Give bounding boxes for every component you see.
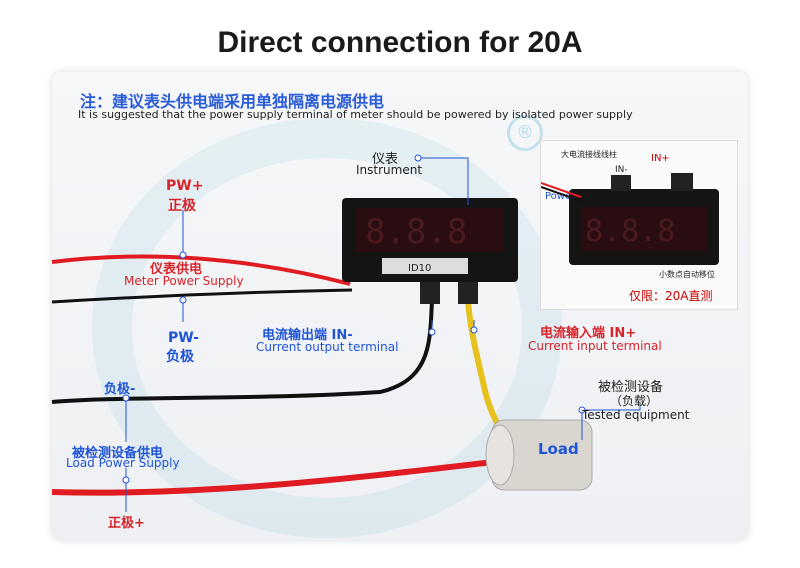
instrument-label-en: Instrument xyxy=(356,163,423,177)
meter-power-cn: 仪表供电 xyxy=(150,262,203,277)
inset-photo: 大电流接线线柱 IN+ IN- Power 小数点自动移位 仅限：20A直测 8… xyxy=(540,140,738,310)
current-out-en: Current output terminal xyxy=(256,340,399,354)
pw-minus-label: PW- xyxy=(168,330,199,346)
inset-in-minus: IN- xyxy=(615,165,628,175)
load-label: Load xyxy=(538,440,579,458)
svg-text:ID10: ID10 xyxy=(408,263,431,274)
instrument-label-cn: 仪表 xyxy=(372,152,399,167)
load-power-wire xyxy=(51,457,511,496)
meter-display xyxy=(356,208,504,252)
inset-terminal-label: 大电流接线线柱 xyxy=(561,150,617,159)
load-power-en: Load Power Supply xyxy=(66,456,180,470)
inset-power: Power xyxy=(545,191,576,202)
load-power-cn: 被检测设备供电 xyxy=(72,446,164,461)
tested-cn-2: （负载） xyxy=(610,394,659,408)
current-in-cn: 电流输入端 IN+ xyxy=(540,326,637,341)
pw-plus-wire xyxy=(51,254,351,286)
svg-text:8.8.8: 8.8.8 xyxy=(365,212,467,252)
inset-meter-drawing: 8.8.8 xyxy=(541,173,719,265)
current-out-cn: 电流输出端 IN- xyxy=(262,328,353,343)
meter-power-en: Meter Power Supply xyxy=(124,274,244,288)
pw-minus-wire xyxy=(51,288,353,304)
positive-label: 正极+ xyxy=(108,516,145,531)
meter-sticker xyxy=(382,258,468,274)
pw-plus-label: PW+ xyxy=(166,178,204,194)
pw-minus-cn: 负极 xyxy=(166,349,194,365)
tested-cn-1: 被检测设备 xyxy=(598,380,664,395)
current-in-en: Current input terminal xyxy=(528,339,662,353)
inset-decimal-note: 小数点自动移位 xyxy=(659,270,715,279)
page-title: Direct connection for 20A xyxy=(217,26,583,59)
in-minus-wire xyxy=(51,299,434,404)
tested-en: Tested equipment xyxy=(582,408,690,422)
svg-text:8.8.8: 8.8.8 xyxy=(585,214,675,249)
note-chinese: 注：建议表头供电端采用单独隔离电源供电 xyxy=(80,92,385,111)
negative-label: 负极- xyxy=(104,382,136,397)
note-english: It is suggested that the power supply te… xyxy=(78,108,633,121)
pw-plus-cn: 正极 xyxy=(168,198,196,214)
inset-in-plus: IN+ xyxy=(651,153,670,164)
inset-limit-note: 仅限：20A直测 xyxy=(629,289,713,303)
registered-mark: ® xyxy=(507,115,543,151)
